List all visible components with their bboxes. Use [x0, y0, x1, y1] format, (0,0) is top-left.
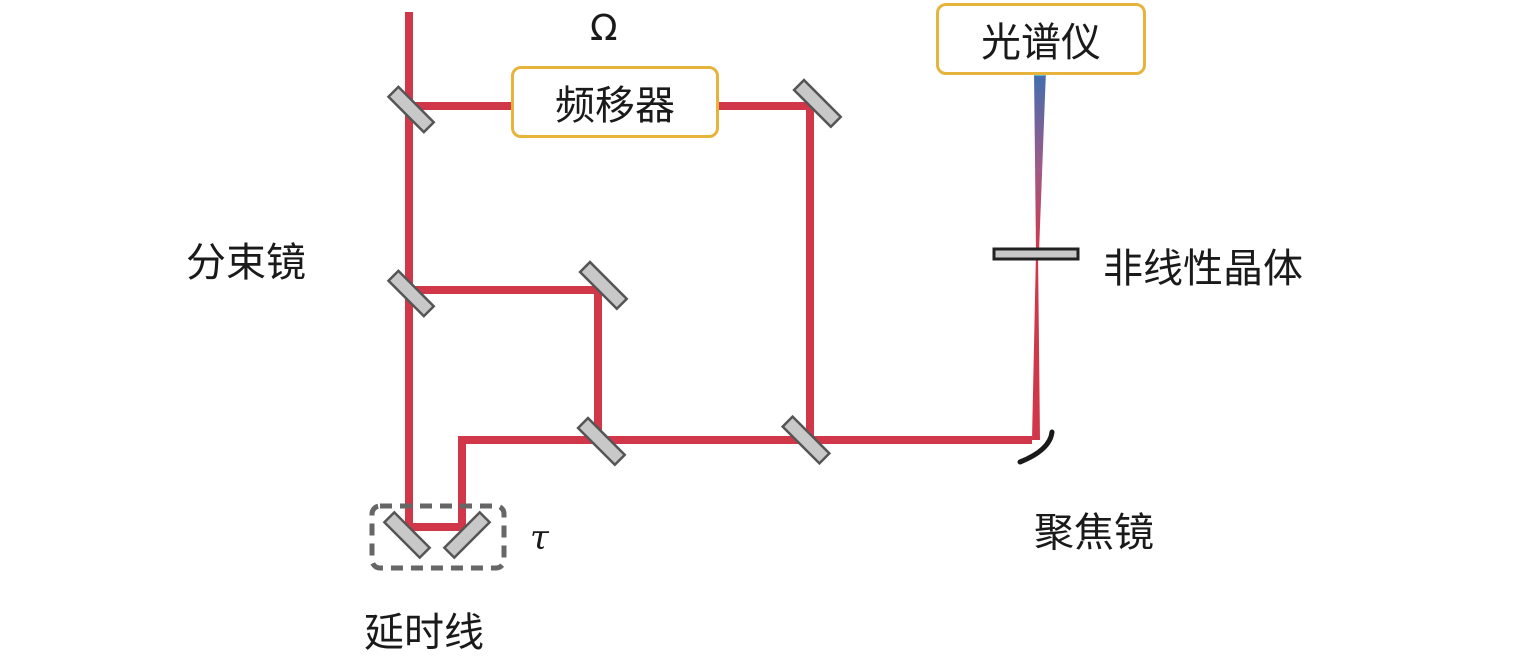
mirror-middle-right: [578, 260, 629, 311]
beam-splitter-middle: [386, 269, 436, 318]
tau-label: τ: [530, 518, 549, 558]
mirror-combiner-left: [576, 416, 627, 467]
delay-line-box: [369, 503, 507, 571]
focused-beam: [1032, 252, 1040, 440]
mirror-top-right: [792, 78, 843, 129]
nonlinear-crystal: [992, 247, 1080, 261]
mirror-combiner-right: [780, 414, 832, 466]
delay-line-label: 延时线: [364, 610, 484, 656]
nonlinear-crystal-label: 非线性晶体: [1103, 246, 1303, 292]
focusing-mirror-icon: [1017, 429, 1055, 465]
delay-mirror-right: [442, 510, 492, 560]
frequency-shifter-label: 频移器: [555, 83, 675, 129]
beam-splitter-top: [386, 85, 436, 134]
input-beam-main: [405, 12, 1032, 531]
middle-arm-beam: [409, 286, 602, 440]
output-beam-to-spectrometer: [1034, 70, 1046, 252]
focusing-mirror-label: 聚焦镜: [1034, 510, 1154, 556]
spectrometer-box: 光谱仪: [936, 3, 1146, 75]
mirrors: [382, 78, 1080, 560]
spectrometer-label: 光谱仪: [981, 20, 1101, 66]
omega-label: Ω: [590, 8, 618, 49]
upper-arm-beam: [409, 102, 814, 440]
delay-mirror-left: [382, 510, 432, 560]
frequency-shifter-box: 频移器: [511, 66, 719, 138]
beam-splitter-label: 分束镜: [186, 240, 306, 286]
laser-beams: [405, 12, 1032, 531]
